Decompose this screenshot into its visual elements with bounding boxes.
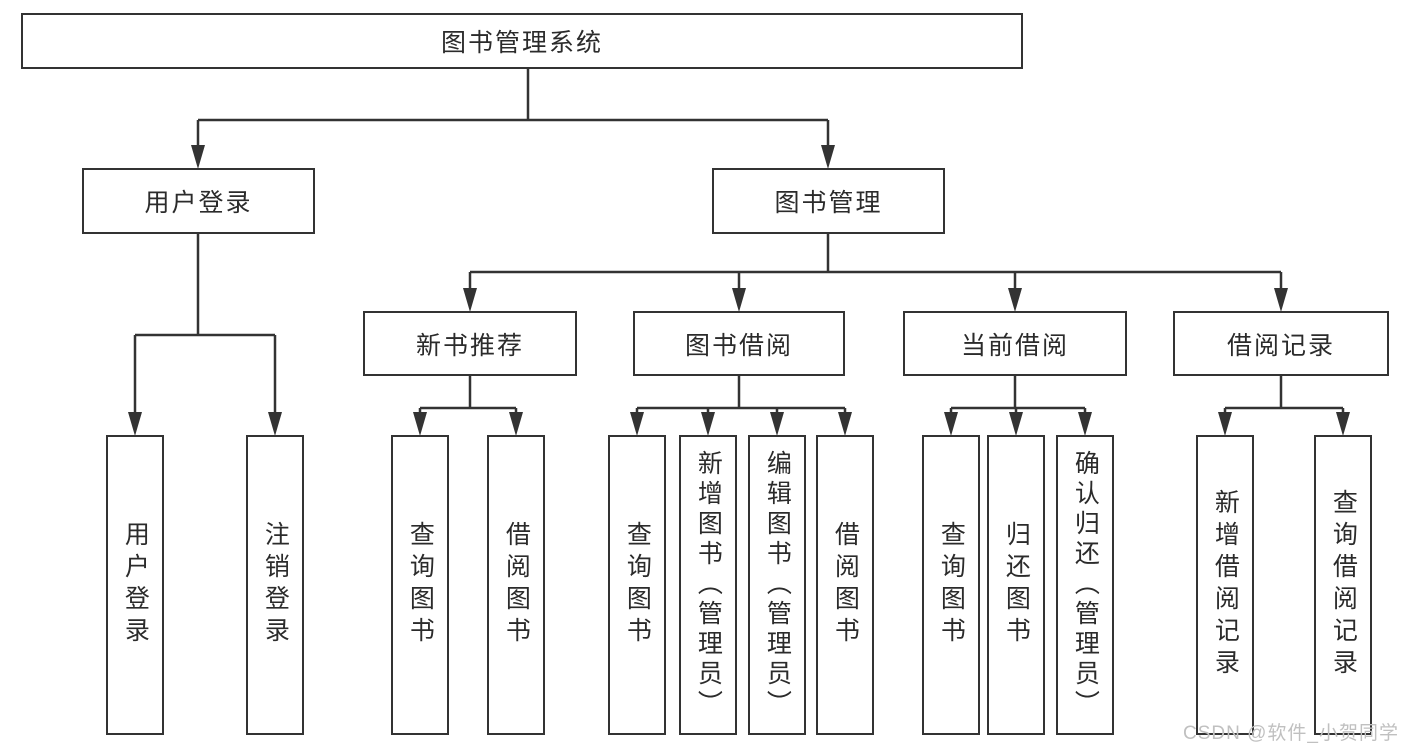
arrowhead [1218, 412, 1232, 436]
connector-root [196, 69, 830, 150]
leaf-borrow-edit-books-admin: 编辑图书（管理员） [748, 435, 806, 735]
leaf-borrow-borrow-books: 借阅图书 [816, 435, 874, 735]
leaf-record-add: 新增借阅记录 [1196, 435, 1254, 735]
node-current-borrow-label: 当前借阅 [960, 331, 1069, 360]
leaf-newrec-borrow-books: 借阅图书 [487, 435, 545, 735]
connector-book-borrow [635, 376, 847, 418]
arrowhead [1008, 288, 1022, 312]
leaf-current-query-books: 查询图书 [922, 435, 980, 735]
leaf-logout-label: 注销登录 [261, 521, 290, 649]
arrowhead [1009, 412, 1023, 436]
leaf-current-query-books-label: 查询图书 [937, 521, 966, 649]
arrowhead [413, 412, 427, 436]
leaf-current-return-books-label: 归还图书 [1002, 521, 1031, 649]
node-book-mgmt: 图书管理 [712, 168, 945, 234]
leaf-borrow-edit-books-admin-label: 编辑图书（管理员） [763, 450, 792, 720]
leaf-user-login: 用户登录 [106, 435, 164, 735]
node-user-login: 用户登录 [82, 168, 315, 234]
node-root: 图书管理系统 [21, 13, 1023, 69]
arrowhead [770, 412, 784, 436]
arrowhead [1336, 412, 1350, 436]
node-book-borrow: 图书借阅 [633, 311, 845, 376]
leaf-current-confirm-return-admin: 确认归还（管理员） [1056, 435, 1114, 735]
leaf-borrow-query-books: 查询图书 [608, 435, 666, 735]
arrowhead [1078, 412, 1092, 436]
arrowhead [128, 412, 142, 436]
leaf-newrec-query-books-label: 查询图书 [406, 521, 435, 649]
connector-current-borrow [949, 376, 1087, 418]
connector-book-mgmt [468, 234, 1283, 292]
leaf-borrow-add-books-admin-label: 新增图书（管理员） [694, 450, 723, 720]
node-borrow-record-label: 借阅记录 [1226, 331, 1335, 360]
leaf-newrec-query-books: 查询图书 [391, 435, 449, 735]
arrowhead [268, 412, 282, 436]
connector-borrow-record [1223, 376, 1345, 418]
node-borrow-record: 借阅记录 [1173, 311, 1389, 376]
leaf-borrow-borrow-books-label: 借阅图书 [831, 521, 860, 649]
node-book-mgmt-label: 图书管理 [774, 189, 883, 217]
node-new-book-rec-label: 新书推荐 [415, 331, 524, 360]
leaf-newrec-borrow-books-label: 借阅图书 [502, 521, 531, 649]
node-book-borrow-label: 图书借阅 [684, 331, 793, 360]
node-current-borrow: 当前借阅 [903, 311, 1127, 376]
leaf-borrow-query-books-label: 查询图书 [623, 521, 652, 649]
arrowhead [944, 412, 958, 436]
leaf-record-query: 查询借阅记录 [1314, 435, 1372, 735]
leaf-user-login-label: 用户登录 [121, 521, 150, 649]
arrowhead [191, 145, 205, 169]
arrowhead [732, 288, 746, 312]
leaf-record-add-label: 新增借阅记录 [1211, 489, 1240, 681]
node-new-book-rec: 新书推荐 [363, 311, 577, 376]
arrowhead [1274, 288, 1288, 312]
connector-user-login [133, 234, 277, 416]
leaf-borrow-add-books-admin: 新增图书（管理员） [679, 435, 737, 735]
node-user-login-label: 用户登录 [144, 189, 253, 217]
arrowhead [838, 412, 852, 436]
node-root-label: 图书管理系统 [440, 29, 603, 57]
arrowhead [701, 412, 715, 436]
connector-new-book-rec [418, 376, 518, 418]
arrowhead [630, 412, 644, 436]
leaf-logout: 注销登录 [246, 435, 304, 735]
arrowhead [509, 412, 523, 436]
arrowhead [463, 288, 477, 312]
leaf-current-confirm-return-admin-label: 确认归还（管理员） [1071, 450, 1100, 720]
csdn-watermark: CSDN @软件_小贺同学 [1183, 723, 1399, 744]
arrowhead [821, 145, 835, 169]
leaf-record-query-label: 查询借阅记录 [1329, 489, 1358, 681]
leaf-current-return-books: 归还图书 [987, 435, 1045, 735]
